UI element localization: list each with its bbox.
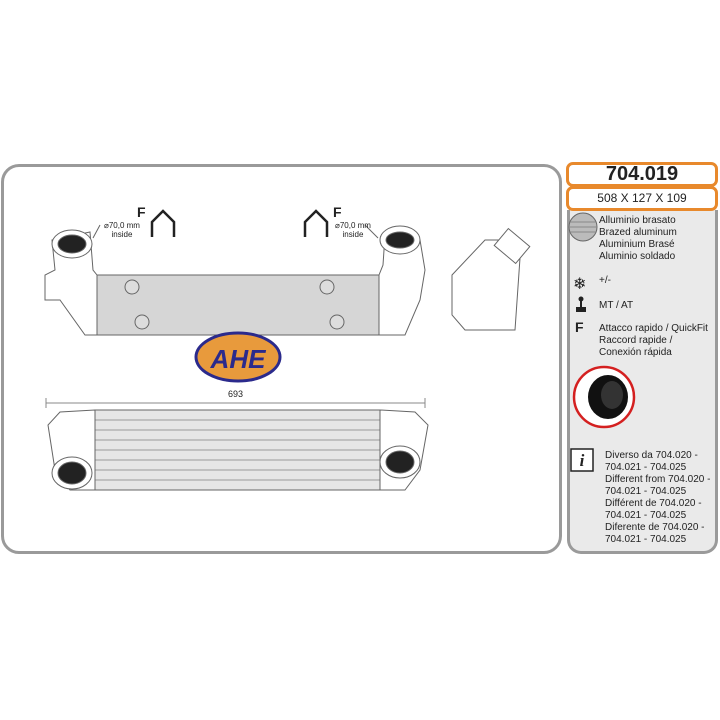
- left-tank-top: [44, 229, 98, 336]
- svg-text:AHE: AHE: [210, 344, 267, 374]
- quickfit-photo: [572, 365, 636, 429]
- snowflake-icon: ❄: [573, 276, 586, 293]
- ac-text: +/-: [599, 275, 611, 286]
- intercooler-core-front: [94, 409, 381, 491]
- right-tank-top: [378, 225, 426, 336]
- gear-shift-icon: [576, 296, 586, 312]
- product-dimensions: 508 X 127 X 109: [566, 186, 718, 211]
- right-tank-front: [379, 409, 429, 491]
- info-icon: i: [570, 448, 594, 472]
- fitting-letter: F: [575, 319, 584, 335]
- brazed-aluminum-icon: [568, 212, 598, 242]
- mount-bushing-icons: [124, 279, 345, 330]
- clip-icon-right: [303, 209, 329, 237]
- fitting-mark-right: F: [333, 204, 342, 220]
- length-label: 693: [228, 389, 244, 399]
- clip-icon-left: [150, 209, 176, 237]
- product-code: 704.019: [566, 162, 718, 187]
- transmission-text: MT / AT: [599, 300, 634, 311]
- left-tank-front: [47, 409, 96, 491]
- svg-text:i: i: [580, 451, 585, 470]
- ahe-logo: AHE: [194, 331, 282, 383]
- fitting-mark-left: F: [137, 204, 146, 220]
- side-view: [451, 227, 531, 331]
